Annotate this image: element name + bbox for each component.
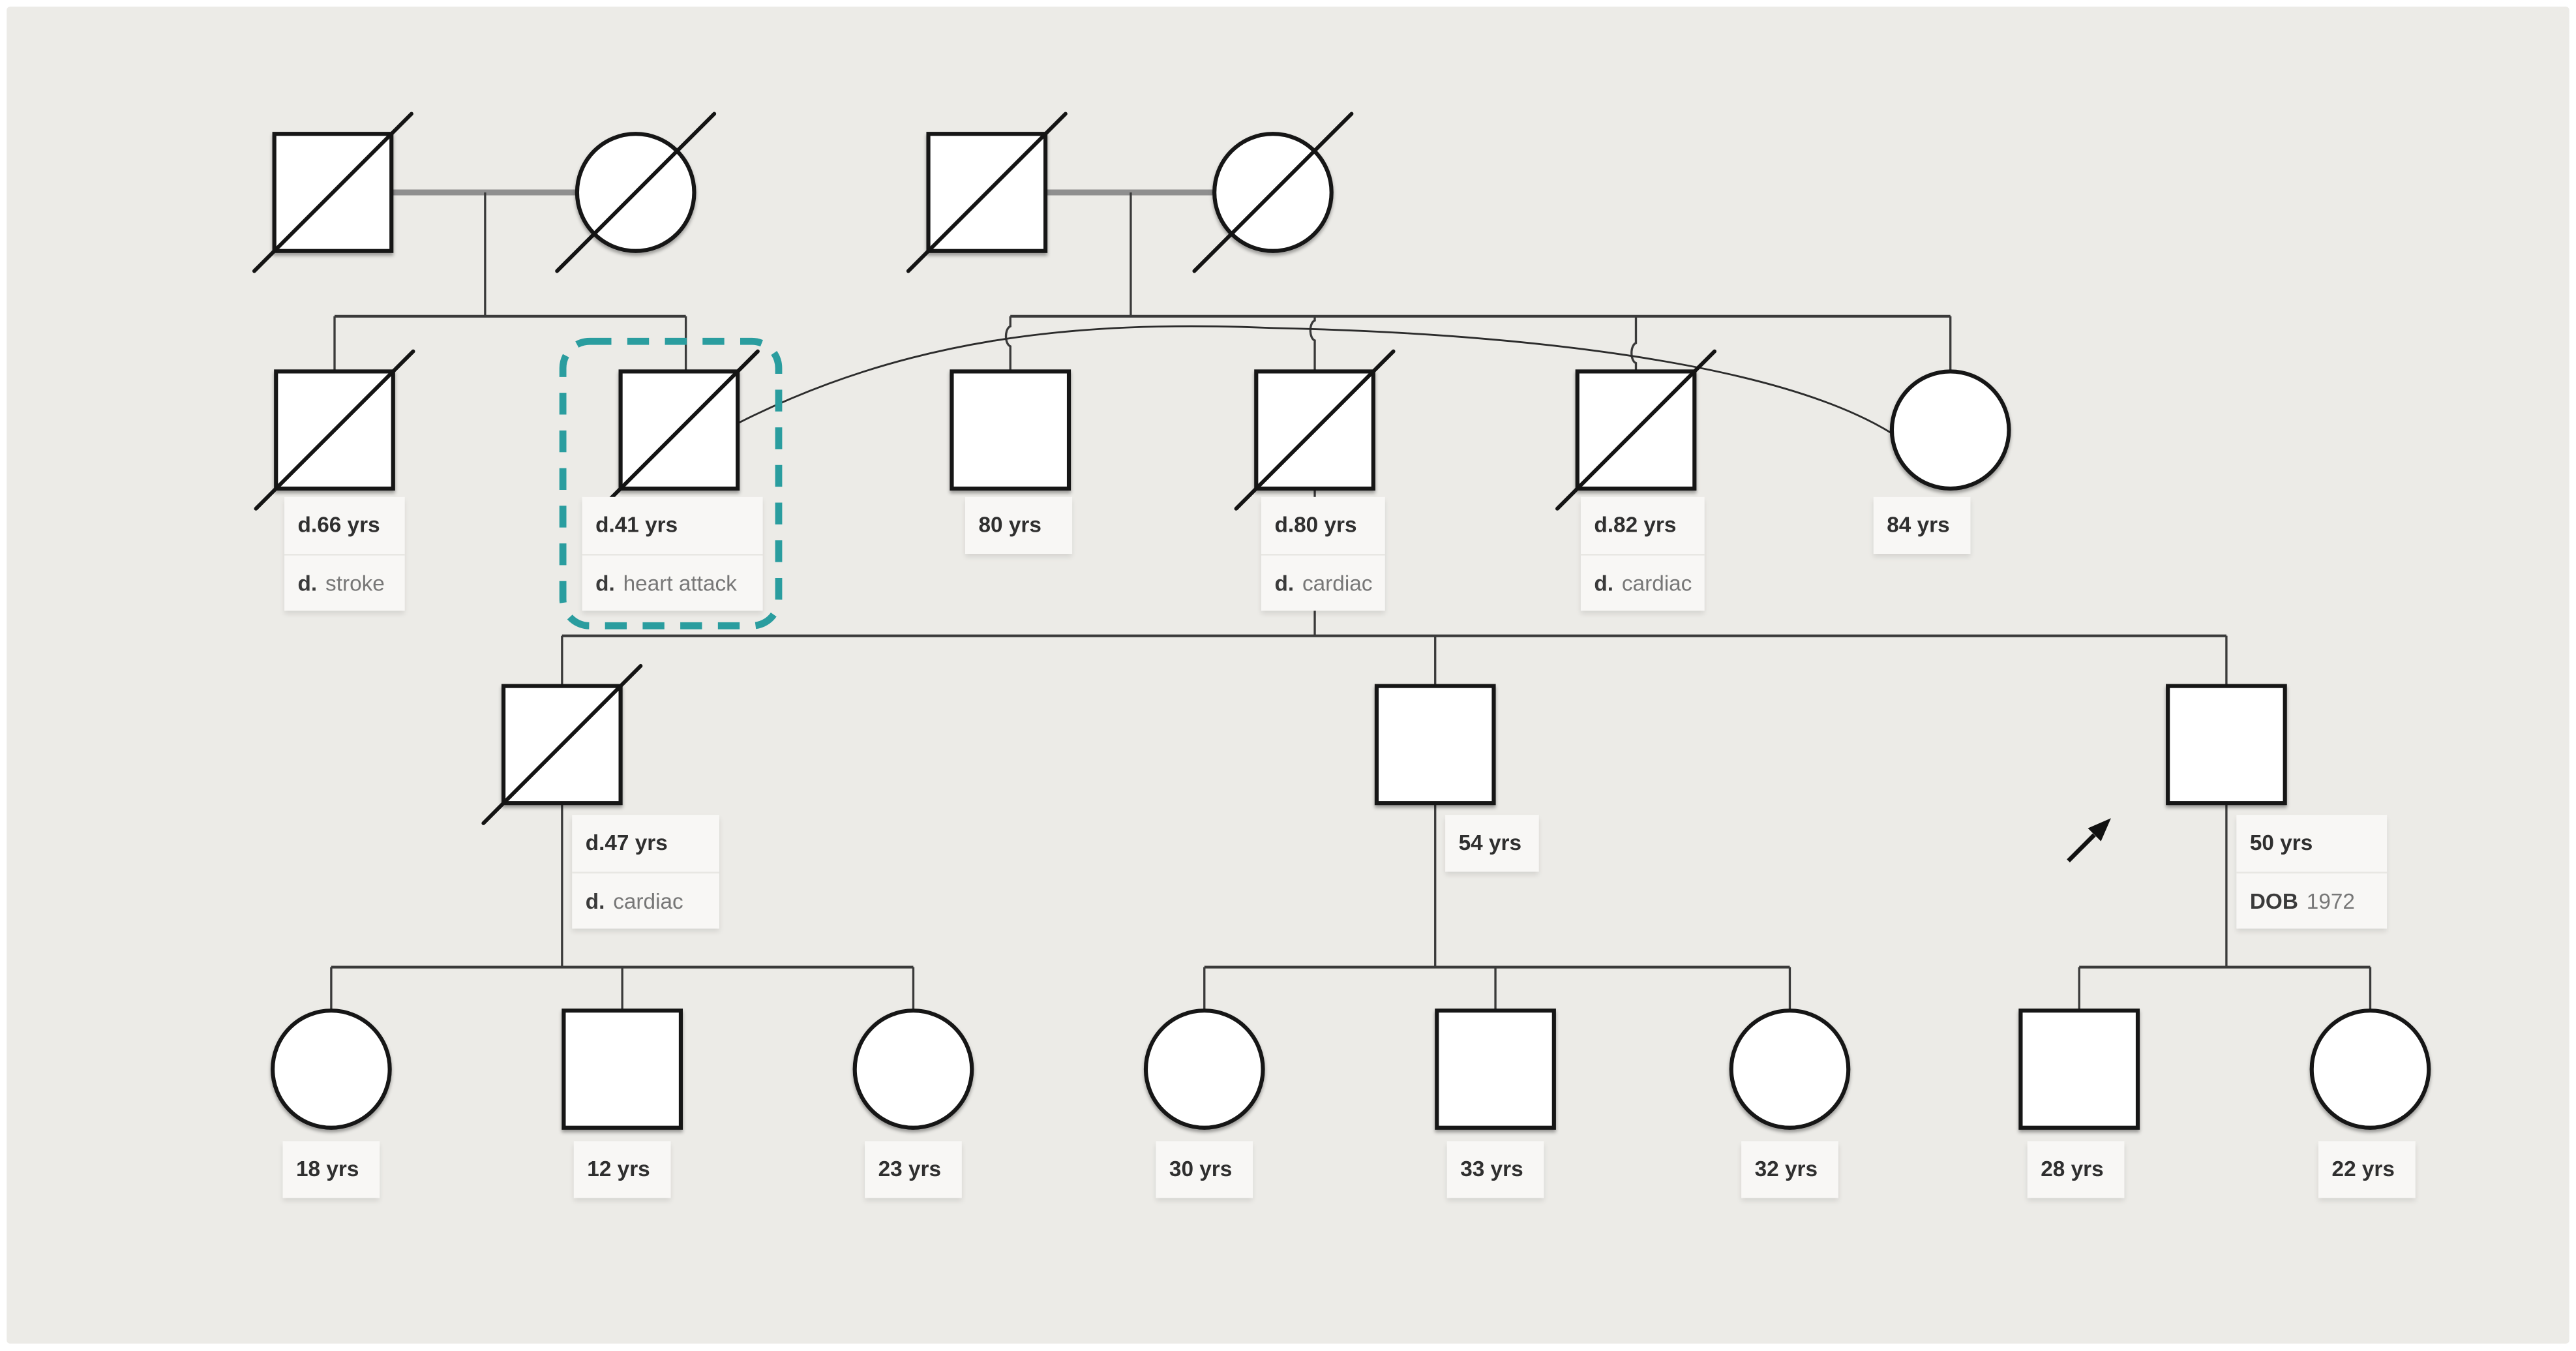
deceased-slash-icon	[555, 112, 717, 273]
deceased-slash-icon	[252, 112, 413, 273]
age-label: 50 yrs	[2249, 830, 2313, 855]
age-label: 12 yrs	[587, 1156, 650, 1181]
age-label: 22 yrs	[2331, 1156, 2395, 1181]
label-person-22: 22 yrs	[2318, 1141, 2416, 1198]
deceased-slash-icon	[1555, 349, 1717, 511]
person-child-32[interactable]	[1729, 1009, 1851, 1130]
proband-arrow-icon	[2067, 818, 2111, 863]
person-brother-54[interactable]	[1374, 684, 1496, 806]
age-label: 30 yrs	[1169, 1156, 1233, 1181]
age-label: d.80 yrs	[1274, 511, 1357, 538]
person-mother-84[interactable]	[1889, 369, 2011, 491]
label-person-32: 32 yrs	[1741, 1141, 1838, 1198]
label-person-30: 30 yrs	[1156, 1141, 1253, 1198]
person-child-18[interactable]	[271, 1009, 392, 1130]
age-label: d.66 yrs	[297, 511, 380, 538]
drop-line-d82-with-hop	[1630, 316, 1638, 372]
label-person-54: 54 yrs	[1445, 815, 1539, 872]
death-cause-label: d.stroke	[284, 553, 405, 611]
person-proband-50[interactable]	[2166, 684, 2287, 806]
age-label: 23 yrs	[878, 1156, 942, 1181]
death-cause-label: d.cardiac	[572, 871, 719, 928]
deceased-slash-icon	[1234, 349, 1396, 511]
person-child-22[interactable]	[2309, 1009, 2431, 1130]
label-person-33: 33 yrs	[1446, 1141, 1544, 1198]
person-child-28[interactable]	[2018, 1009, 2140, 1130]
age-label: 54 yrs	[1458, 830, 1522, 855]
age-label: d.47 yrs	[585, 830, 668, 855]
drop-line-80-with-hop	[1004, 316, 1011, 372]
death-cause-label: d.cardiac	[1580, 553, 1705, 611]
deceased-slash-icon	[481, 663, 643, 825]
label-person-d80: d.80 yrs d.cardiac	[1261, 496, 1385, 611]
age-label: 28 yrs	[2041, 1156, 2104, 1181]
highlight-selection-box[interactable]	[559, 337, 783, 630]
death-cause-label: d.cardiac	[1261, 553, 1385, 611]
label-person-18: 18 yrs	[282, 1141, 380, 1198]
person-uncle-80[interactable]	[950, 369, 1071, 491]
person-child-12[interactable]	[562, 1009, 683, 1130]
drop-and-descent-line-d80-with-hop	[1309, 316, 1316, 636]
deceased-slash-icon	[598, 349, 760, 511]
label-person-d47: d.47 yrs d.cardiac	[572, 815, 719, 929]
age-label: 18 yrs	[295, 1156, 359, 1181]
marriage-curve-d41-84	[737, 325, 1893, 434]
label-person-12: 12 yrs	[573, 1141, 671, 1198]
label-person-d82: d.82 yrs d.cardiac	[1580, 496, 1705, 611]
age-label: d.82 yrs	[1594, 511, 1677, 538]
person-child-30[interactable]	[1143, 1009, 1265, 1130]
death-cause-label: d.heart attack	[582, 553, 763, 611]
label-person-80: 80 yrs	[965, 496, 1073, 553]
label-person-d66: d.66 yrs d.stroke	[284, 496, 405, 611]
label-person-d41: d.41 yrs d.heart attack	[582, 496, 763, 611]
person-child-33[interactable]	[1435, 1009, 1556, 1130]
person-child-23[interactable]	[852, 1009, 974, 1130]
age-label: 32 yrs	[1754, 1156, 1818, 1181]
deceased-slash-icon	[1192, 112, 1354, 273]
deceased-slash-icon	[906, 112, 1068, 273]
deceased-slash-icon	[254, 349, 415, 511]
age-label: 84 yrs	[1887, 511, 1950, 538]
label-person-84: 84 yrs	[1873, 496, 1971, 553]
label-person-28: 28 yrs	[2027, 1141, 2125, 1198]
label-person-23: 23 yrs	[865, 1141, 962, 1198]
age-label: 80 yrs	[978, 511, 1041, 538]
age-label: 33 yrs	[1460, 1156, 1523, 1181]
age-label: d.41 yrs	[595, 511, 678, 538]
